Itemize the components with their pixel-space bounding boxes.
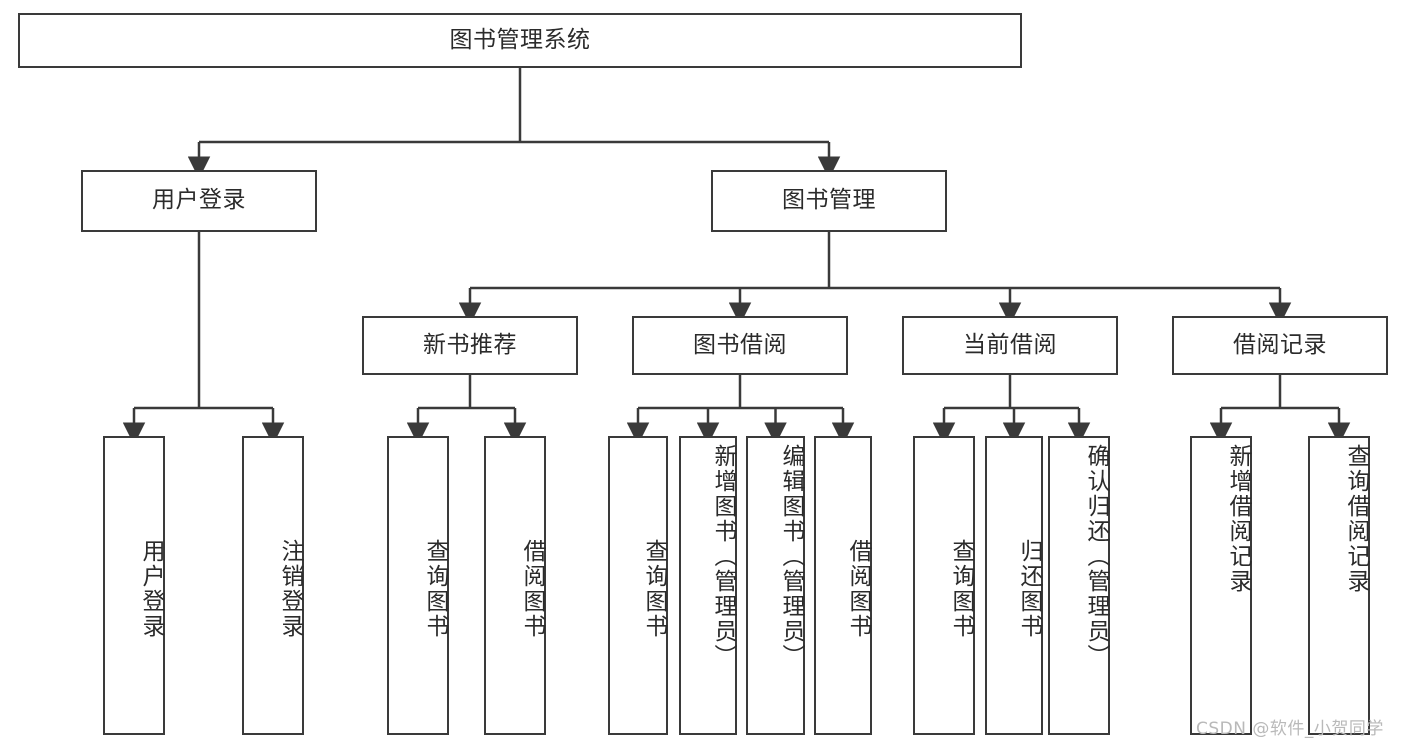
node-label: 归还图书 (1016, 538, 1042, 639)
node-label: 借阅图书 (845, 538, 871, 639)
node-new-book-rec[interactable]: 新书推荐 (362, 316, 578, 375)
node-label: 用户登录 (152, 187, 246, 214)
node-leaf-rec-borrow[interactable]: 借阅图书 (484, 436, 546, 735)
node-label: 图书借阅 (693, 331, 787, 358)
node-label: 查询图书 (948, 538, 974, 639)
node-label: 当前借阅 (963, 331, 1057, 358)
node-label: 查询借阅记录 (1343, 444, 1369, 594)
node-leaf-rec-query[interactable]: 查询图书 (387, 436, 449, 735)
node-label: 借阅图书 (519, 538, 545, 639)
node-label: 新增图书（管理员） (710, 444, 736, 669)
watermark-label: CSDN @软件_小贺同学 (1196, 719, 1384, 739)
node-label: 图书管理 (782, 187, 876, 214)
node-leaf-bb-borrow[interactable]: 借阅图书 (814, 436, 872, 735)
node-leaf-bb-edit[interactable]: 编辑图书（管理员） (746, 436, 805, 735)
node-leaf-cb-confirm[interactable]: 确认归还（管理员） (1048, 436, 1110, 735)
node-label: 新书推荐 (423, 331, 517, 358)
node-current-borrow[interactable]: 当前借阅 (902, 316, 1118, 375)
node-borrow-record[interactable]: 借阅记录 (1172, 316, 1388, 375)
node-leaf-br-query[interactable]: 查询借阅记录 (1308, 436, 1370, 735)
node-book-borrow[interactable]: 图书借阅 (632, 316, 848, 375)
node-label: 查询图书 (422, 538, 448, 639)
node-leaf-br-add[interactable]: 新增借阅记录 (1190, 436, 1252, 735)
node-label: 编辑图书（管理员） (778, 444, 804, 669)
node-user-login[interactable]: 用户登录 (81, 170, 317, 232)
node-label: 查询图书 (641, 538, 667, 639)
node-leaf-user-login[interactable]: 用户登录 (103, 436, 165, 735)
node-label: 用户登录 (138, 538, 164, 639)
node-root[interactable]: 图书管理系统 (18, 13, 1022, 68)
node-leaf-cb-query[interactable]: 查询图书 (913, 436, 975, 735)
node-leaf-bb-query[interactable]: 查询图书 (608, 436, 668, 735)
node-label: 注销登录 (277, 538, 303, 639)
node-label: 借阅记录 (1233, 331, 1327, 358)
node-book-manage[interactable]: 图书管理 (711, 170, 947, 232)
node-label: 新增借阅记录 (1225, 444, 1251, 594)
node-leaf-logout-login[interactable]: 注销登录 (242, 436, 304, 735)
node-leaf-cb-return[interactable]: 归还图书 (985, 436, 1043, 735)
node-label: 确认归还（管理员） (1083, 444, 1109, 669)
node-leaf-bb-add[interactable]: 新增图书（管理员） (679, 436, 737, 735)
node-label: 图书管理系统 (449, 26, 591, 53)
